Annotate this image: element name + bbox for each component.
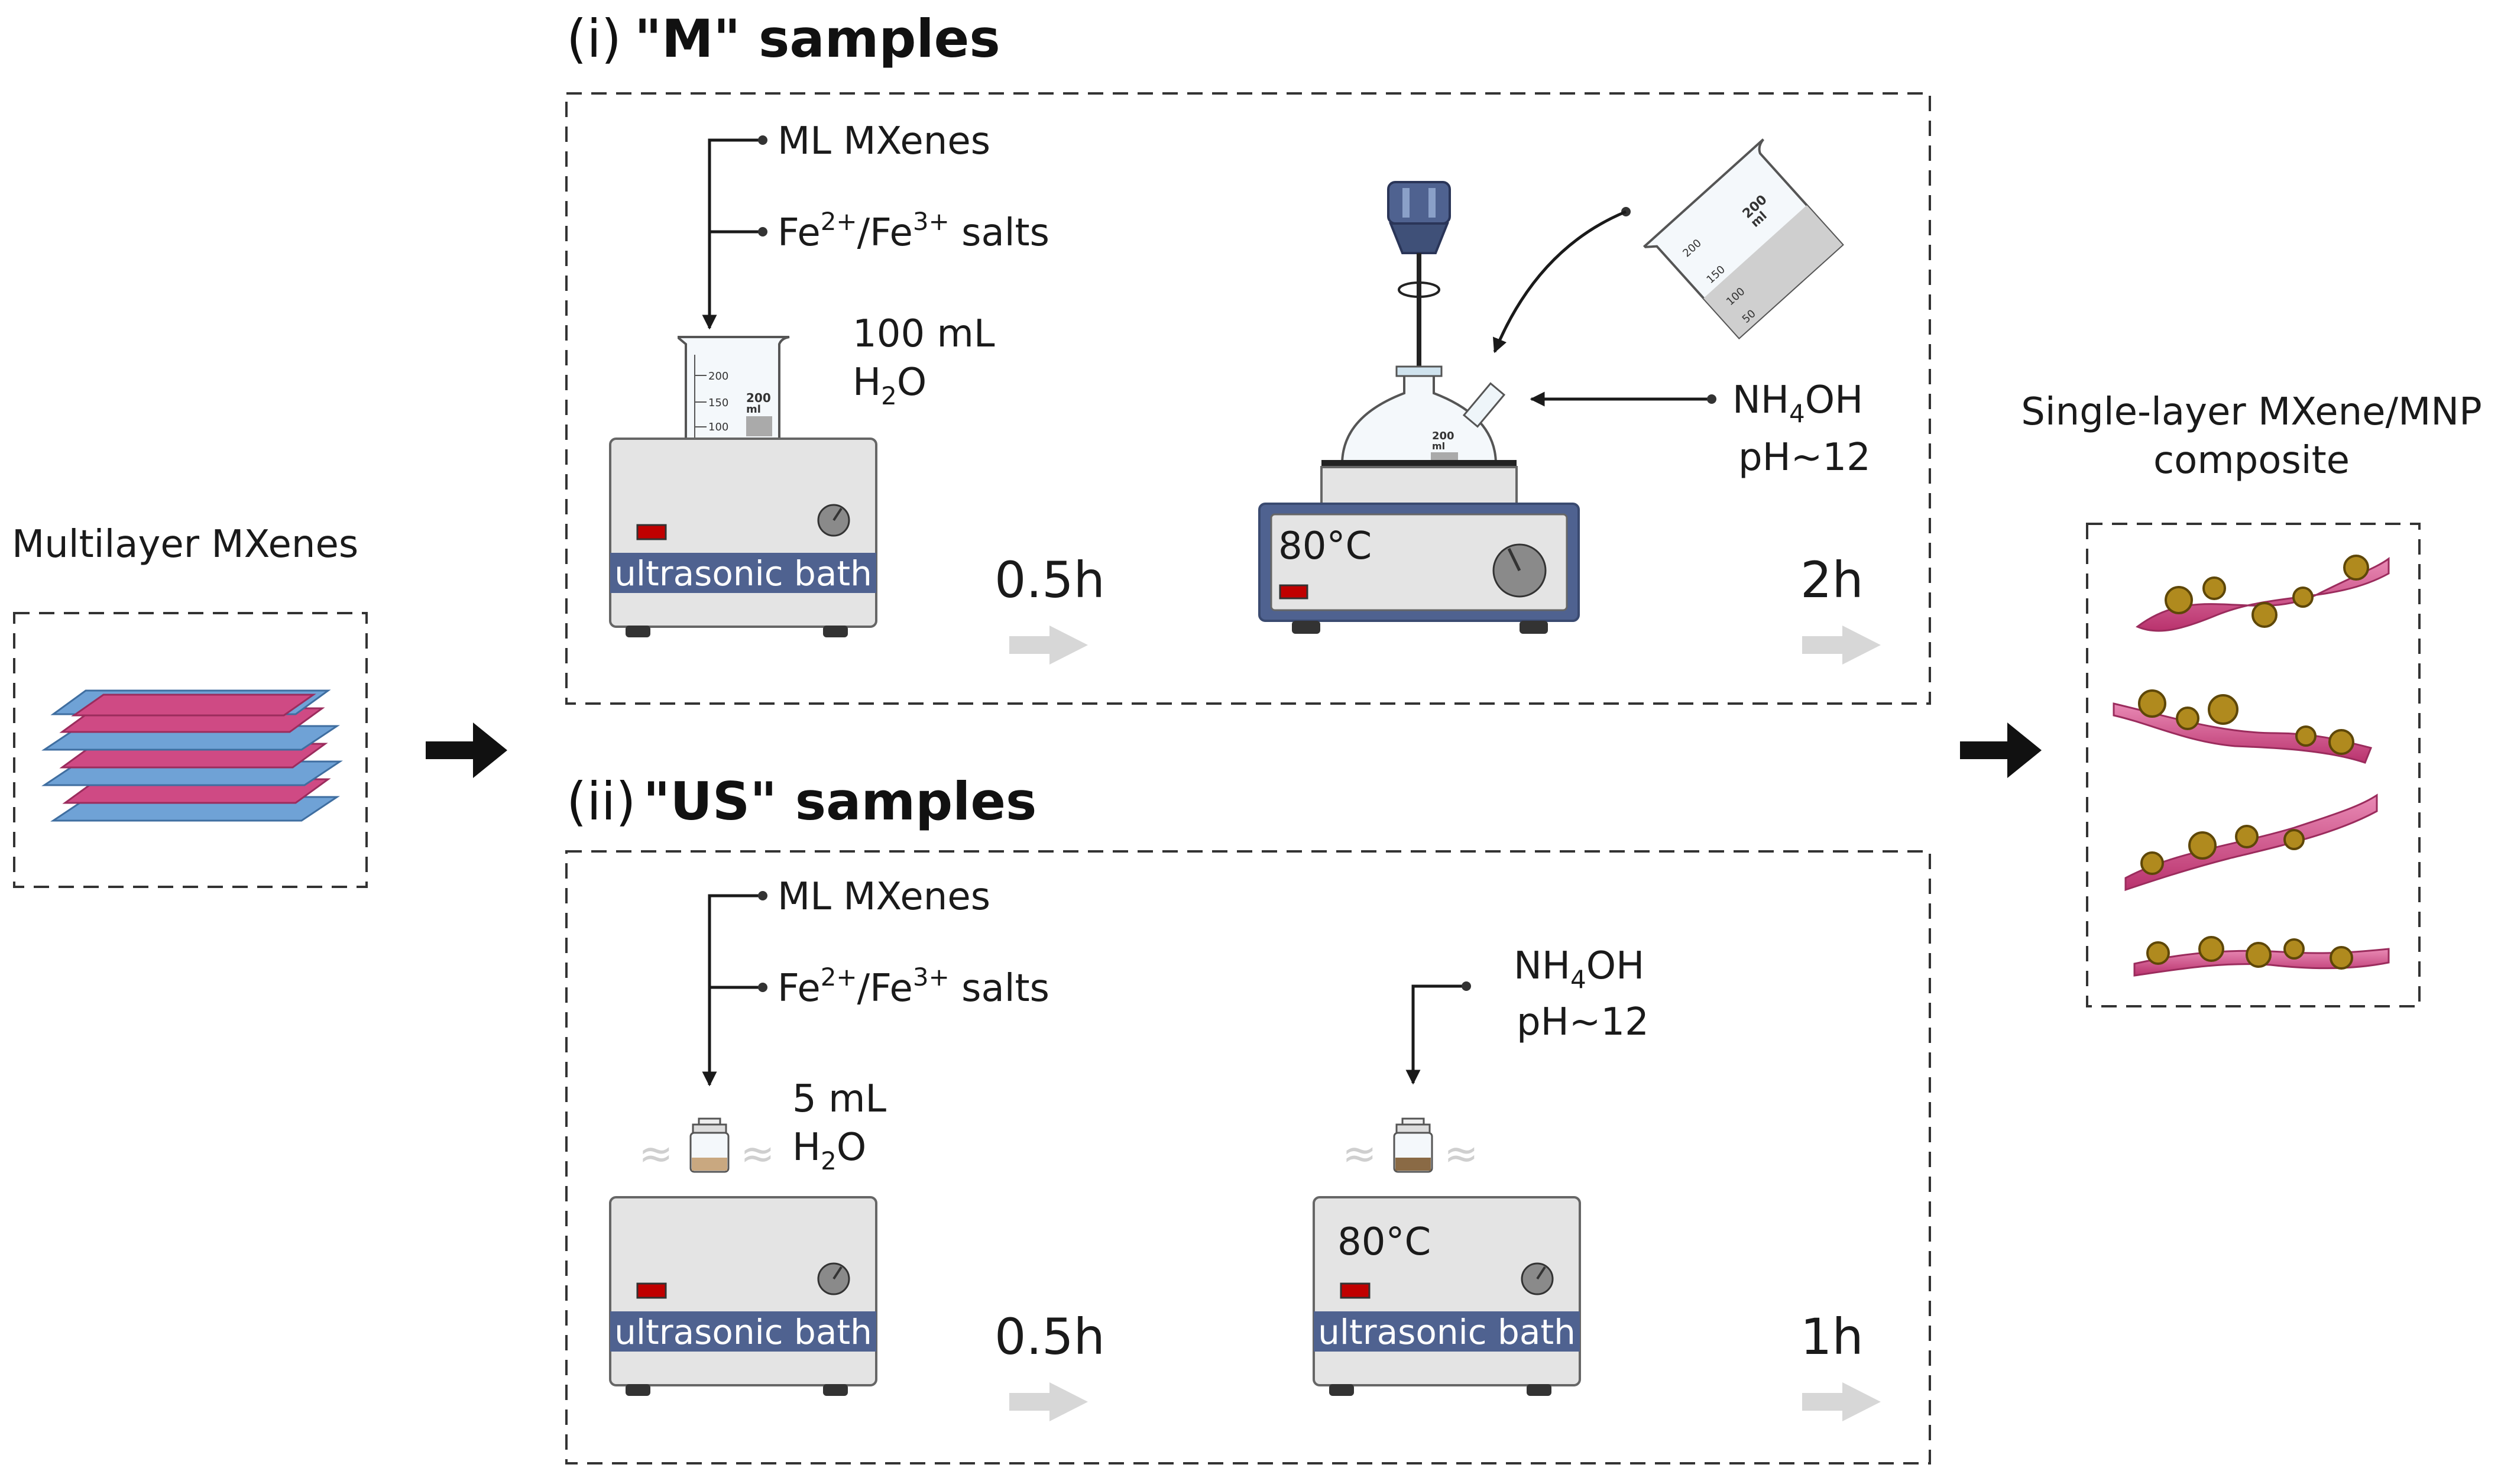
- panel-us-ultrasonic-bath-2-icon: [1313, 1196, 1581, 1396]
- panel-us-temperature: 80°C: [1337, 1220, 1431, 1264]
- panel-us-nh4oh-line: [1405, 981, 1471, 1085]
- panel-m-ultrasonic-bath-icon: [609, 438, 877, 637]
- panel-us-ph: pH~12: [1517, 1000, 1649, 1044]
- panel-us-vial-1-icon: ≈ ≈: [639, 1117, 775, 1178]
- svg-text:≈: ≈: [1342, 1129, 1377, 1178]
- svg-text:150: 150: [708, 397, 728, 409]
- panel-us-time-1: 0.5h: [994, 1308, 1105, 1366]
- panel-m-pour-curve-arrow: [1493, 207, 1631, 354]
- panel-us-water: H2O: [792, 1126, 866, 1175]
- panel-us-bath-label-1: ultrasonic bath: [614, 1312, 872, 1352]
- panel-m-time-2: 2h: [1800, 551, 1864, 609]
- composite-ribbon-2-icon: [2113, 689, 2373, 764]
- panel-us-reagent: NH4OH: [1514, 944, 1644, 994]
- panel-us-volume: 5 mL: [792, 1077, 886, 1121]
- svg-text:ml: ml: [746, 403, 761, 416]
- svg-text:200: 200: [1432, 430, 1454, 442]
- svg-text:100: 100: [708, 421, 728, 433]
- panel-us-vial-2-icon: ≈ ≈: [1342, 1117, 1479, 1178]
- panel-us-time-2: 1h: [1800, 1308, 1864, 1366]
- svg-text:≈: ≈: [740, 1129, 775, 1178]
- composite-ribbon-3-icon: [2124, 793, 2378, 892]
- panel-m-volume: 100 mL: [853, 312, 995, 356]
- panel-m-nh4oh-line: [1530, 391, 1716, 407]
- svg-text:≈: ≈: [1444, 1129, 1479, 1178]
- panel-m-input-lines: [702, 135, 767, 330]
- panel-m-flask-icon: 200 ml: [1340, 365, 1506, 465]
- panel-m-water: H2O: [853, 361, 926, 410]
- panel-m-input-fe-salts: Fe2+/Fe3+ salts: [777, 207, 1049, 255]
- panel-us-ultrasonic-bath-1-icon: [609, 1196, 877, 1396]
- panel-m-heading: (i)"M" samples: [566, 8, 1000, 69]
- panel-m-bath-label: ultrasonic bath: [614, 553, 872, 594]
- arrow-left-to-center-icon: [426, 722, 507, 778]
- panel-m-box: [565, 92, 1931, 705]
- panel-us-box: [565, 850, 1931, 1464]
- panel-us-input-lines: [702, 891, 767, 1087]
- svg-text:ml: ml: [1432, 440, 1445, 452]
- panel-us-grey-arrow-1-icon: [1009, 1382, 1088, 1421]
- panel-m-pouring-beaker-icon: 200 150 100 50 200 ml: [1643, 138, 1844, 340]
- panel-us-heading: (ii)"US" samples: [566, 771, 1036, 832]
- panel-m-reagent: NH4OH: [1732, 378, 1863, 428]
- multilayer-mxenes-label: Multilayer MXenes: [12, 523, 358, 566]
- composite-label-line-2: composite: [2153, 439, 2350, 482]
- composite-ribbon-1-icon: [2136, 555, 2390, 632]
- panel-m-time-1: 0.5h: [994, 551, 1105, 609]
- panel-us-input-ml-mxenes: ML MXenes: [777, 875, 990, 919]
- svg-text:200: 200: [708, 370, 728, 383]
- composite-label-line-1: Single-layer MXene/MNP: [2021, 390, 2482, 434]
- panel-us-bath-label-2: ultrasonic bath: [1318, 1312, 1576, 1352]
- multilayer-mxene-stack-icon: [41, 689, 343, 822]
- panel-m-ph: pH~12: [1738, 436, 1871, 479]
- panel-us-input-fe-salts: Fe2+/Fe3+ salts: [777, 963, 1049, 1010]
- panel-m-grey-arrow-1-icon: [1009, 626, 1088, 665]
- panel-m-heating-plate-icon: [1258, 460, 1580, 634]
- panel-us-grey-arrow-2-icon: [1802, 1382, 1881, 1421]
- svg-text:≈: ≈: [639, 1129, 673, 1178]
- panel-m-grey-arrow-2-icon: [1802, 626, 1881, 665]
- composite-ribbon-4-icon: [2133, 936, 2390, 977]
- panel-m-beaker-icon: 200 150 100 200 ml: [678, 336, 790, 440]
- panel-m-temperature: 80°C: [1278, 524, 1372, 568]
- panel-m-input-ml-mxenes: ML MXenes: [777, 119, 990, 163]
- arrow-center-to-right-icon: [1960, 722, 2042, 778]
- multilayer-mxenes-box: [13, 612, 368, 888]
- composite-box: [2086, 523, 2421, 1007]
- svg-text:200: 200: [746, 391, 771, 405]
